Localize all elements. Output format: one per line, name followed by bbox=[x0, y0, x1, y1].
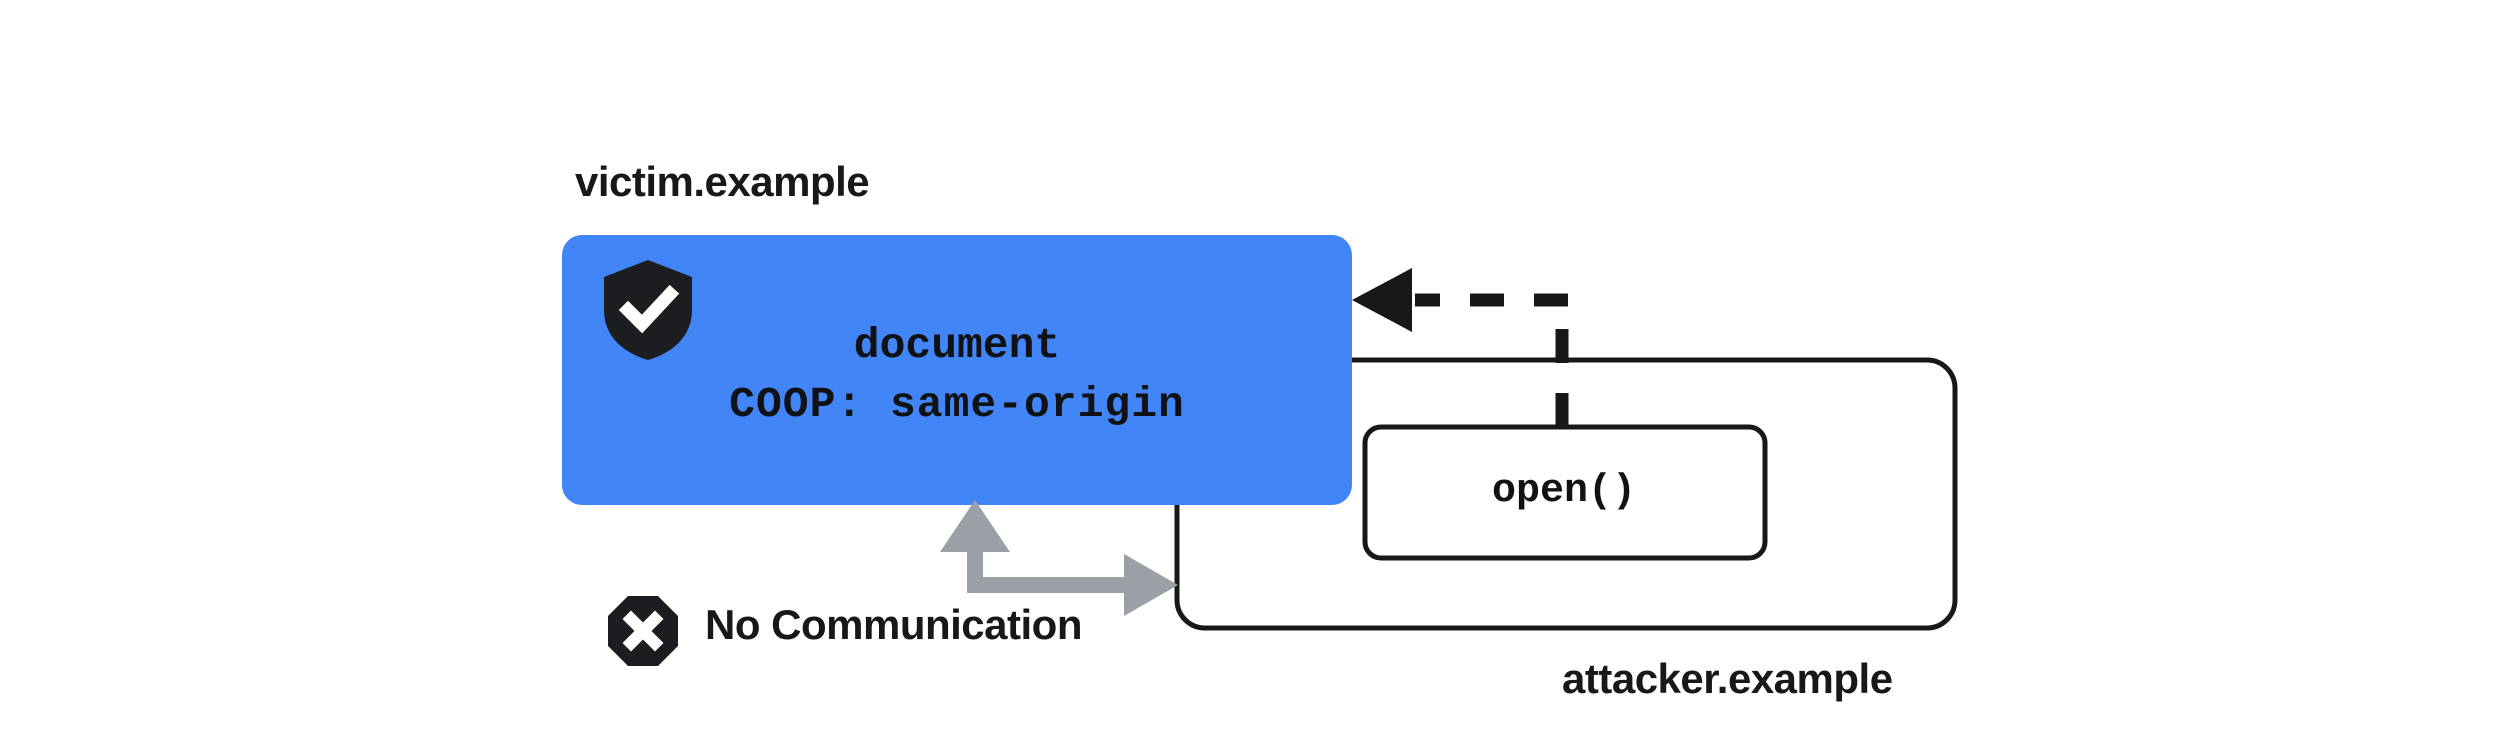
gray-arrow-head-up-icon bbox=[940, 500, 1010, 552]
gray-arrow-shaft bbox=[967, 545, 1160, 593]
victim-document-title: document bbox=[853, 321, 1061, 370]
no-communication-label: No Communication bbox=[705, 601, 1083, 648]
stop-x-octagon-icon bbox=[607, 595, 679, 667]
attacker-origin-label: attacker.example bbox=[1562, 655, 1893, 702]
gray-arrow-head-right-icon bbox=[1124, 554, 1178, 616]
dashed-arrow-head-icon bbox=[1352, 268, 1412, 332]
victim-coop-header-value: COOP: same-origin bbox=[729, 380, 1185, 429]
victim-origin-label: victim.example bbox=[575, 158, 870, 205]
open-call-label: open() bbox=[1491, 469, 1637, 514]
shield-check-icon bbox=[600, 258, 696, 362]
